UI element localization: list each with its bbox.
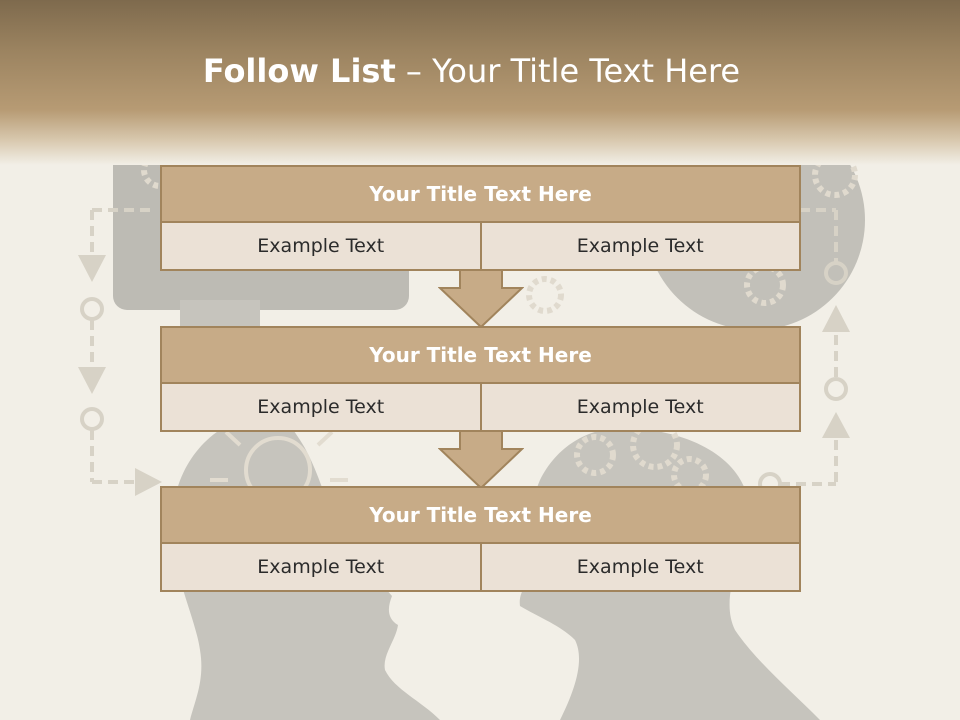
step-row: Example Text Example Text [162, 223, 799, 269]
title-bold: Follow List [202, 52, 396, 90]
step-title: Your Title Text Here [162, 488, 799, 544]
title-rest: – Your Title Text Here [395, 52, 741, 90]
step-right-cell: Example Text [479, 544, 799, 590]
left-flow-nodes [80, 297, 104, 431]
title-banner [0, 0, 960, 165]
step-row: Example Text Example Text [162, 544, 799, 590]
step-title: Your Title Text Here [162, 167, 799, 223]
step-left-cell: Example Text [162, 384, 480, 430]
step-box-2[interactable]: Your Title Text Here Example Text Exampl… [160, 326, 801, 432]
right-flow-markers [822, 305, 850, 438]
right-flow-arrows [780, 208, 838, 486]
step-row: Example Text Example Text [162, 384, 799, 430]
down-arrow-icon [438, 431, 524, 489]
down-arrow-icon [438, 270, 524, 328]
step-box-3[interactable]: Your Title Text Here Example Text Exampl… [160, 486, 801, 592]
step-left-cell: Example Text [162, 223, 480, 269]
left-flow-markers [78, 255, 162, 496]
step-title: Your Title Text Here [162, 328, 799, 384]
left-flow-arrows [90, 208, 155, 484]
step-right-cell: Example Text [479, 384, 799, 430]
slide-title[interactable]: Follow List – Your Title Text Here [0, 52, 943, 90]
step-right-cell: Example Text [479, 223, 799, 269]
step-box-1[interactable]: Your Title Text Here Example Text Exampl… [160, 165, 801, 271]
step-left-cell: Example Text [162, 544, 480, 590]
